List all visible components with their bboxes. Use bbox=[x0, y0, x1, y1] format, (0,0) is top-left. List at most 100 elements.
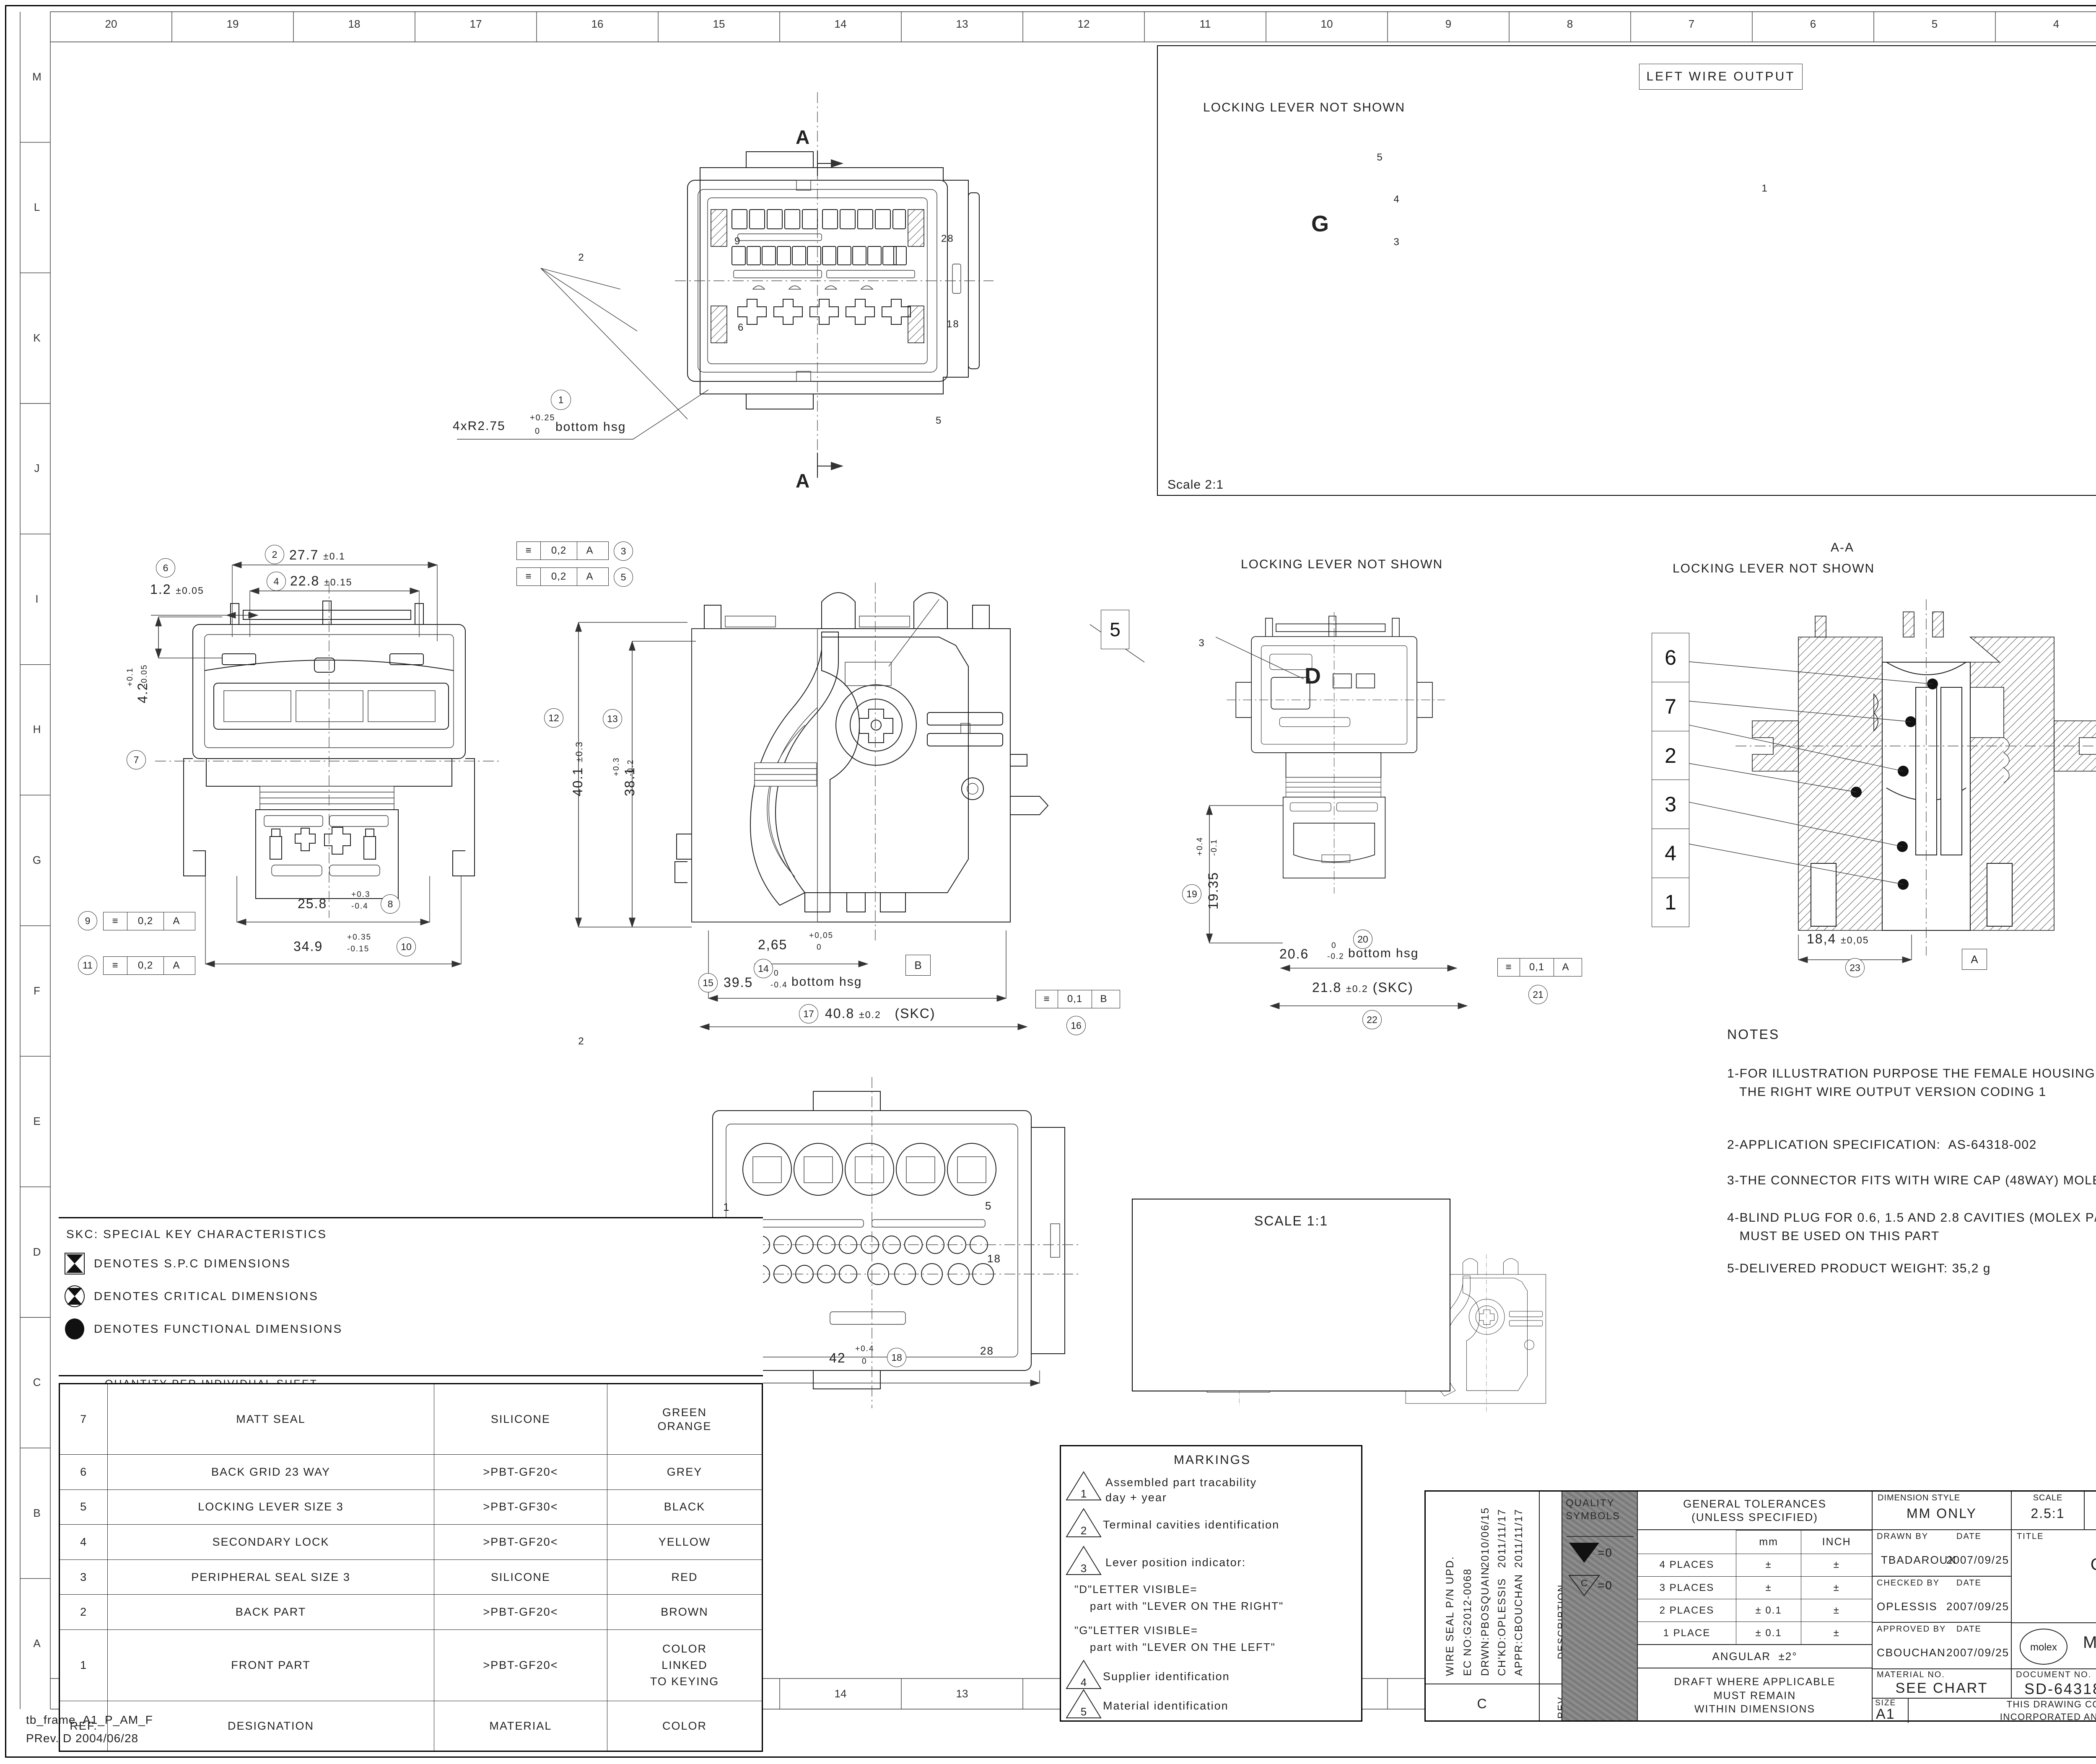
markings-item-5-text: Material identification bbox=[1103, 1699, 1229, 1712]
dim-23-value: 18,4 ±0,05 bbox=[1807, 931, 1869, 946]
molex-logo-icon: molex bbox=[2020, 1629, 2067, 1665]
markings-item-2-text: Terminal cavities identification bbox=[1103, 1518, 1280, 1531]
rev-date-1: 2011/11/17 bbox=[1496, 1508, 1508, 1568]
rev-letter: C bbox=[1477, 1696, 1488, 1711]
draft-note: DRAFT WHERE APPLICABLE MUST REMAIN WITHI… bbox=[1638, 1668, 1872, 1723]
balloon-4: 4 bbox=[267, 572, 286, 591]
balloon-22: 22 bbox=[1362, 1010, 1382, 1029]
cavity-number-5-rear: 5 bbox=[985, 1199, 992, 1212]
document-no-cell: DOCUMENT NO. SD-64318-001 bbox=[2012, 1669, 2096, 1698]
table-row: 3 PLACES ± ± bbox=[1638, 1576, 1872, 1600]
letter-G-marking: G bbox=[1311, 211, 1330, 236]
table-row: 4 SECONDARY LOCK >PBT-GF20< YELLOW bbox=[59, 1524, 763, 1560]
zone-left-G: G bbox=[32, 854, 42, 866]
zone-left-M: M bbox=[32, 70, 42, 83]
svg-text:4: 4 bbox=[1081, 1676, 1087, 1689]
dim-18-tol-lower: 0 bbox=[862, 1357, 867, 1366]
dimension-style-label: DIMENSION STYLE bbox=[1878, 1493, 1961, 1502]
parts-row-5-color: BROWN bbox=[607, 1594, 763, 1630]
cavity-number-5-front: 5 bbox=[936, 415, 942, 426]
title-line-1: CMC CONNECTOR 28 CKT POWER bbox=[2012, 1555, 2096, 1574]
parts-list-table: 7 MATT SEAL SILICONE GREEN ORANGE 6 BACK… bbox=[59, 1383, 763, 1752]
marking-triangle-3-icon: 3 bbox=[1066, 1546, 1102, 1575]
zone-top-16: 16 bbox=[591, 18, 604, 30]
parts-row-0-ref: 7 bbox=[59, 1383, 108, 1455]
dim-20-value: 20.6 bbox=[1279, 946, 1309, 961]
dim-14-tol-lower: 0 bbox=[817, 943, 822, 952]
tol-row-3-places: 1 PLACE bbox=[1638, 1622, 1736, 1644]
skc-legend-title: SKC: SPECIAL KEY CHARACTERISTICS bbox=[66, 1228, 327, 1241]
scale-cell: SCALE 2.5:1 bbox=[2012, 1492, 2085, 1529]
company-name: MOLEX INCORPORATED bbox=[2083, 1633, 2096, 1652]
sheet-border-outer bbox=[5, 5, 2096, 1758]
general-tolerances-title: GENERAL TOLERANCES (UNLESS SPECIFIED) bbox=[1638, 1492, 1872, 1530]
parts-row-5-ref: 2 bbox=[59, 1594, 108, 1630]
letter-D-marking: D bbox=[1305, 663, 1322, 689]
rev-col-header: WIRE SEAL P/N UPD. bbox=[1444, 1556, 1456, 1676]
svg-text:molex: molex bbox=[2030, 1642, 2057, 1653]
dim-13-tol-lower: -0.2 bbox=[626, 759, 635, 776]
marking-triangle-5: 5 bbox=[1377, 152, 1383, 163]
skc-entry-2-text: DENOTES FUNCTIONAL DIMENSIONS bbox=[94, 1322, 343, 1335]
zone-top-17: 17 bbox=[470, 18, 482, 30]
design-units-label: DESIGN UNITS bbox=[2085, 1493, 2096, 1503]
dim-2-value: 27.7 ±0.1 bbox=[289, 547, 345, 562]
table-row: 4 PLACES ± ± bbox=[1638, 1553, 1872, 1577]
table-header-row: mm INCH bbox=[1638, 1530, 1872, 1554]
rev-chkd: CH'KD:OPLESSIS bbox=[1496, 1577, 1508, 1676]
zone-bottom-13: 13 bbox=[956, 1687, 968, 1700]
zone-left-K: K bbox=[33, 331, 41, 344]
checked-by-value: OPLESSIS bbox=[1877, 1600, 1938, 1613]
balloon-13: 13 bbox=[603, 709, 622, 728]
revision-letter-cell: C bbox=[1426, 1684, 1539, 1723]
parts-row-3-ref: 4 bbox=[59, 1524, 108, 1560]
zone-top-14: 14 bbox=[834, 18, 847, 30]
parts-row-2-material: >PBT-GF30< bbox=[433, 1489, 608, 1525]
note-item-2: 2-APPLICATION SPECIFICATION: AS-64318-00… bbox=[1727, 1138, 2037, 1152]
parts-row-3-designation: SECONDARY LOCK bbox=[107, 1524, 434, 1560]
scale-1-1-label: SCALE 1:1 bbox=[1254, 1213, 1328, 1228]
section-item-2: 2 bbox=[1652, 731, 1689, 780]
parts-row-6-color: COLOR LINKED TO KEYING bbox=[607, 1629, 763, 1701]
material-no-value: SEE CHART bbox=[1895, 1680, 1988, 1696]
quality-divider bbox=[1567, 1536, 1634, 1537]
tol-row-1-inch: ± bbox=[1801, 1576, 1872, 1600]
dim-19-tol-lower: -0.1 bbox=[1210, 839, 1219, 856]
detail-box-scale-1-1 bbox=[1132, 1199, 1450, 1391]
rev-date-2: 2011/11/17 bbox=[1513, 1508, 1525, 1568]
balloon-12: 12 bbox=[544, 708, 563, 728]
draft-note-text: DRAFT WHERE APPLICABLE MUST REMAIN WITHI… bbox=[1674, 1676, 1836, 1715]
detail-box-scale-2-1 bbox=[1157, 45, 2096, 496]
spc-square-bowtie-icon bbox=[65, 1253, 85, 1274]
section-item-number-column: 6 7 2 3 4 1 bbox=[1652, 633, 1689, 927]
marking-triangle-2-icon: 2 bbox=[1066, 1508, 1102, 1537]
zone-left-E: E bbox=[33, 1115, 41, 1128]
dim-13-tol-upper: +0.3 bbox=[612, 757, 621, 776]
left-wire-output-tag-label: LEFT WIRE OUTPUT bbox=[1646, 70, 1795, 83]
markings-lever-line-1: part with "LEVER ON THE RIGHT" bbox=[1074, 1600, 1284, 1612]
radius-note-text: 4xR2.75 bbox=[453, 419, 506, 433]
parts-header-designation: DESIGNATION bbox=[107, 1701, 434, 1751]
table-row: 7 MATT SEAL SILICONE GREEN ORANGE bbox=[59, 1383, 763, 1455]
table-row: 6 BACK GRID 23 WAY >PBT-GF20< GREY bbox=[59, 1454, 763, 1490]
datum-a-section: A bbox=[1962, 949, 1987, 970]
parts-row-4-material: SILICONE bbox=[433, 1559, 608, 1595]
balloon-5: 5 bbox=[614, 567, 633, 587]
markings-lever-line-3: part with "LEVER ON THE LEFT" bbox=[1074, 1641, 1276, 1653]
parts-row-2-designation: LOCKING LEVER SIZE 3 bbox=[107, 1489, 434, 1525]
dim-18-value: 42 bbox=[829, 1350, 846, 1365]
zone-left-D: D bbox=[33, 1245, 41, 1258]
material-no-cell: MATERIAL NO. SEE CHART bbox=[1873, 1669, 2012, 1698]
drawn-by-cell: DRAWN BY DATE TBADAROUX 2007/09/25 bbox=[1873, 1530, 2011, 1577]
zone-top-15: 15 bbox=[713, 18, 725, 30]
rev-date-0: 2010/06/15 bbox=[1479, 1507, 1491, 1568]
table-row: 2 PLACES ± 0.1 ± bbox=[1638, 1599, 1872, 1622]
drawn-by-label: DRAWN BY bbox=[1877, 1532, 1929, 1541]
section-letter-a-bottom: A bbox=[796, 470, 811, 492]
balloon-7: 7 bbox=[127, 750, 146, 769]
size-label: SIZE bbox=[1875, 1699, 1896, 1707]
marking-triangle-5-icon: 5 bbox=[1066, 1689, 1102, 1718]
marking-triangle-3: 3 bbox=[1393, 236, 1399, 248]
